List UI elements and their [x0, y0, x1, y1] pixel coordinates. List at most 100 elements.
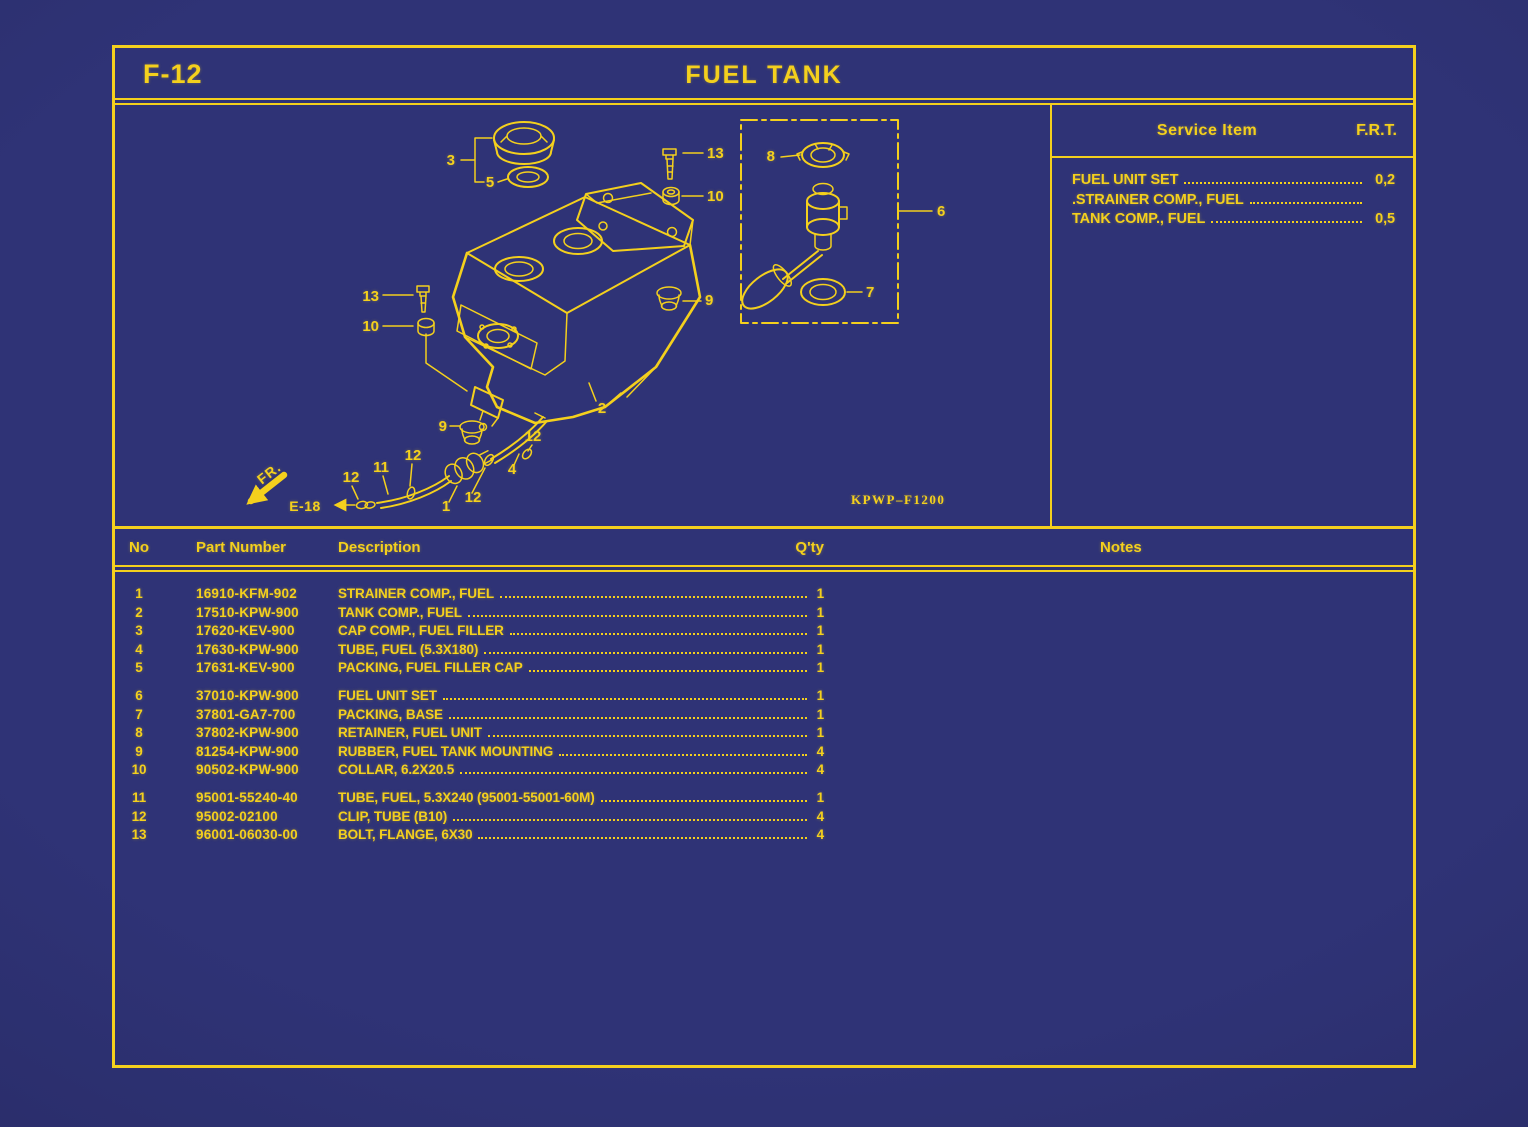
dotted-leader — [442, 697, 807, 700]
cell-part-number: 37010-KPW-900 — [196, 687, 299, 703]
flange-bolt-left — [416, 285, 430, 313]
callout-leader-lines — [351, 137, 933, 503]
service-item-name: TANK COMP., FUEL — [1072, 211, 1206, 227]
cell-qty: 1 — [816, 687, 825, 703]
cell-part-number: 17620-KEV-900 — [196, 623, 295, 639]
description-text: TUBE, FUEL (5.3X180) — [338, 641, 479, 657]
dotted-leader — [484, 651, 807, 654]
part-callout-9: 9 — [705, 292, 713, 309]
tank-mounting-rubber-lower — [459, 420, 485, 445]
cell-no: 11 — [131, 789, 147, 805]
cell-no: 1 — [135, 586, 143, 601]
dotted-leader — [448, 716, 807, 719]
dotted-leader — [528, 670, 807, 673]
part-callout-8: 8 — [767, 148, 775, 165]
page-code: F-12 — [143, 59, 203, 89]
cell-part-number: 16910-KFM-902 — [196, 586, 297, 601]
cell-qty: 1 — [816, 706, 825, 722]
description-text: COLLAR, 6.2X20.5 — [338, 762, 455, 778]
cell-description: TUBE, FUEL (5.3X180) 1 — [320, 641, 824, 660]
fuel-filler-cap — [493, 121, 555, 165]
cell-notes — [824, 585, 1413, 604]
part-callout-13: 13 — [707, 145, 724, 162]
page-title: FUEL TANK — [685, 61, 843, 89]
part-callout-9: 9 — [439, 418, 447, 435]
description-text: PACKING, BASE — [338, 706, 443, 722]
part-callout-1: 1 — [442, 498, 450, 515]
dotted-leader — [467, 614, 807, 617]
cell-no: 3 — [135, 623, 143, 639]
description-text: CLIP, TUBE (B10) — [338, 808, 448, 824]
cell-no: 6 — [135, 687, 143, 703]
cell-part-number: 95001-55240-40 — [196, 789, 298, 805]
cell-no: 10 — [131, 762, 147, 778]
cell-qty: 1 — [816, 623, 825, 639]
part-callout-11: 11 — [373, 459, 389, 476]
cell-part-number: 17630-KPW-900 — [196, 641, 299, 657]
cell-qty: 1 — [816, 641, 825, 657]
part-callout-12: 12 — [343, 469, 360, 486]
fuel-tube-4 — [483, 416, 548, 467]
cell-no: 4 — [135, 641, 143, 657]
cell-no: 13 — [131, 827, 147, 843]
fuel-unit-box — [740, 119, 899, 324]
description-text: STRAINER COMP., FUEL — [338, 586, 495, 601]
cell-notes — [824, 789, 1413, 808]
cell-part-number: 96001-06030-00 — [196, 827, 298, 843]
cell-notes — [824, 743, 1413, 762]
callout-layer: 3513109867131029124121121112E-18FR.KPWP–… — [254, 145, 945, 515]
cell-description: FUEL UNIT SET 1 — [320, 687, 824, 706]
table-row: 4 17630-KPW-900 TUBE, FUEL (5.3X180) 1 — [115, 641, 1413, 660]
description-text: FUEL UNIT SET — [338, 687, 437, 703]
section-ref-label: E-18 — [289, 498, 321, 514]
part-callout-3: 3 — [447, 152, 455, 169]
cell-description: RUBBER, FUEL TANK MOUNTING 4 — [320, 743, 824, 762]
cell-notes — [824, 826, 1413, 845]
dotted-leader — [600, 799, 807, 802]
fuel-tank-body — [451, 182, 702, 432]
drawing-code-label: KPWP–F1200 — [851, 492, 945, 507]
fuel-tube-11 — [355, 475, 452, 510]
part-callout-10: 10 — [362, 318, 379, 335]
parts-diagram: 3513109867131029124121121112E-18FR.KPWP–… — [246, 119, 945, 515]
catalog-frame: F-12 FUEL TANK — [112, 45, 1416, 1068]
cell-notes — [824, 761, 1413, 780]
cell-part-number: 37802-KPW-900 — [196, 725, 299, 741]
fuel-unit-retainer — [796, 142, 850, 168]
dotted-leader — [478, 837, 807, 840]
part-callout-12: 12 — [465, 489, 482, 506]
cell-part-number: 95002-02100 — [196, 808, 278, 824]
description-text: BOLT, FLANGE, 6X30 — [338, 827, 473, 843]
header-part-number: Part Number — [196, 538, 287, 556]
service-item-frt: 0,2 — [1375, 172, 1395, 188]
cell-qty: 4 — [816, 743, 825, 759]
cell-part-number: 17510-KPW-900 — [196, 604, 299, 620]
cell-notes — [824, 687, 1413, 706]
dotted-leader — [453, 818, 807, 821]
service-item: .STRAINER COMP., FUEL — [1072, 191, 1395, 211]
dotted-leader — [509, 633, 807, 636]
table-row: 6 37010-KPW-900 FUEL UNIT SET 1 — [115, 687, 1413, 706]
service-item-name: FUEL UNIT SET — [1072, 172, 1179, 188]
cell-no: 9 — [135, 743, 143, 759]
service-item-name: .STRAINER COMP., FUEL — [1072, 191, 1244, 208]
dotted-leader — [1211, 221, 1362, 223]
header-qty: Q'ty — [795, 538, 824, 556]
description-text: RUBBER, FUEL TANK MOUNTING — [338, 743, 554, 759]
cell-notes — [824, 808, 1413, 827]
description-text: TANK COMP., FUEL — [338, 604, 462, 620]
cell-no: 5 — [135, 660, 143, 676]
